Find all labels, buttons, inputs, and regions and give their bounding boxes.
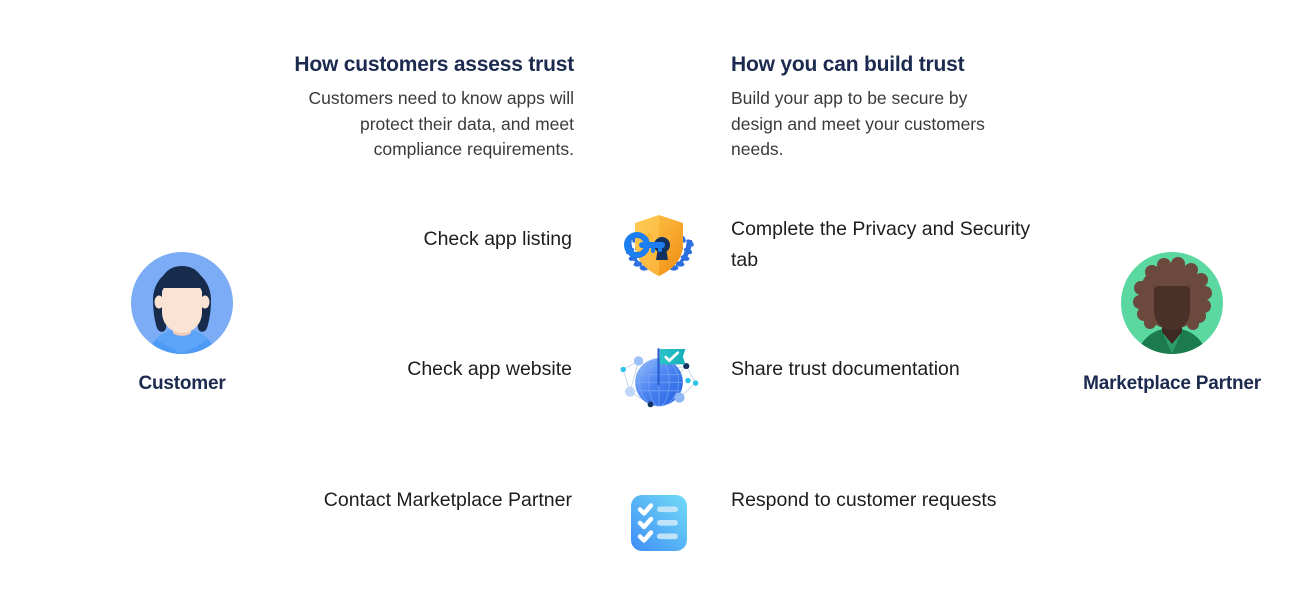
- row-3-partner-action: Respond to customer requests: [731, 489, 997, 511]
- checklist-icon: [613, 487, 705, 559]
- shield-key-laurel-icon: [613, 210, 705, 282]
- left-column-body: Customers need to know apps will protect…: [308, 88, 574, 159]
- persona-marketplace-partner-label: Marketplace Partner: [1083, 373, 1261, 394]
- persona-customer-label: Customer: [138, 373, 226, 394]
- right-column-body: Build your app to be secure by design an…: [731, 88, 985, 159]
- globe-flag-network-icon: [613, 342, 705, 414]
- customer-avatar-icon: [131, 252, 233, 354]
- row-2-partner-action: Share trust documentation: [731, 358, 960, 380]
- row-2-customer-action: Check app website: [407, 358, 572, 380]
- marketplace-partner-avatar-icon: [1121, 252, 1223, 354]
- row-1-partner-action: Complete the Privacy and Security tab: [731, 218, 1031, 271]
- left-column-heading: How customers assess trust: [294, 53, 574, 76]
- persona-marketplace-partner: Marketplace Partner: [1052, 252, 1292, 395]
- row-1-customer-action: Check app listing: [423, 228, 573, 250]
- row-3-customer-action: Contact Marketplace Partner: [323, 489, 572, 511]
- persona-customer: Customer: [62, 252, 302, 395]
- right-column-heading: How you can build trust: [731, 53, 965, 76]
